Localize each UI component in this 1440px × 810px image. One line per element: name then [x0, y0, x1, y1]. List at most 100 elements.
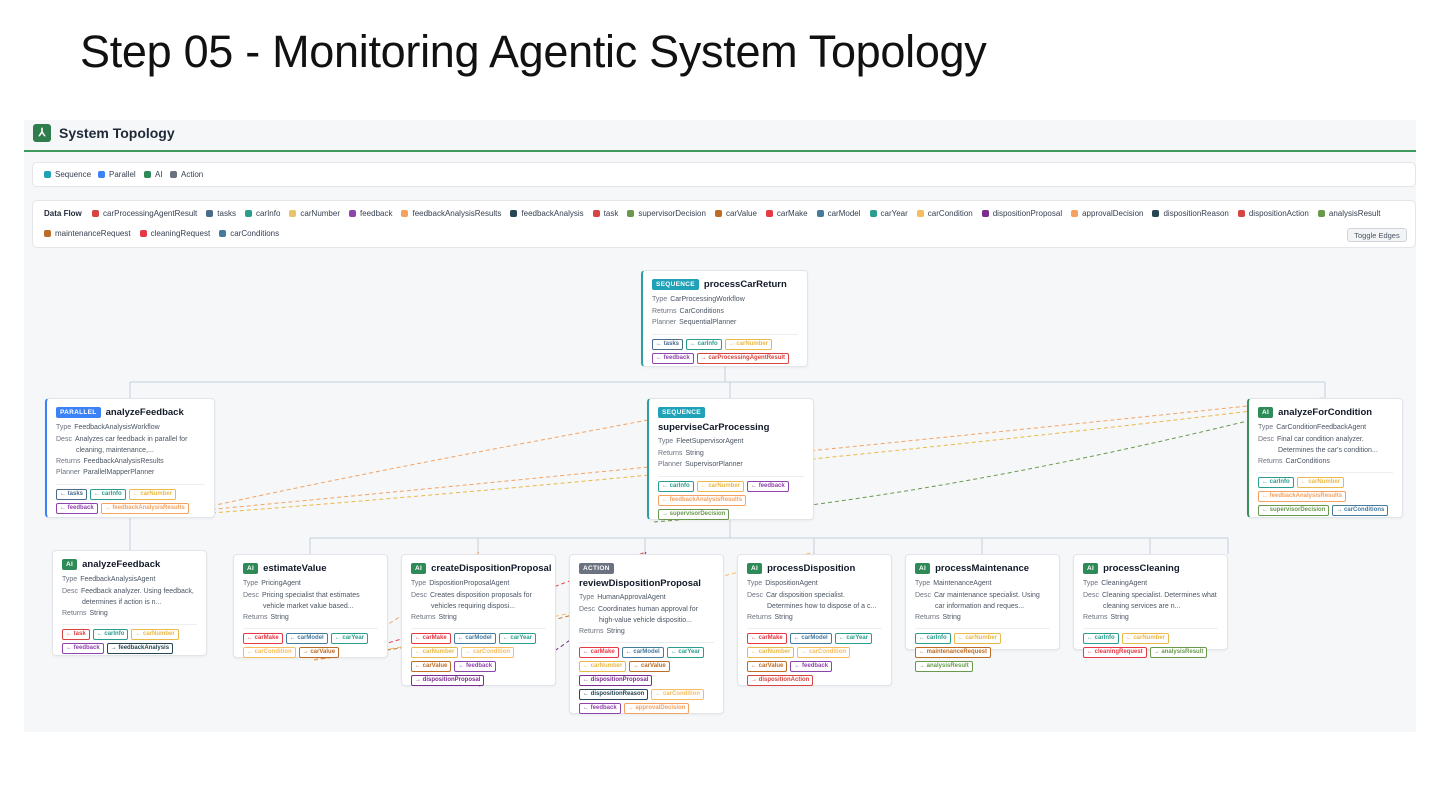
node-io-chips: ← carInfo← carNumber← feedbackAnalysisRe…	[1258, 477, 1393, 516]
io-chip: ← task	[62, 629, 90, 640]
node-name: processMaintenance	[935, 562, 1030, 574]
flow-item-dispositionProposal: dispositionProposal	[981, 209, 1062, 218]
action-badge: ACTION	[579, 562, 614, 574]
io-chip: ← tasks	[56, 488, 88, 500]
field-label: Planner	[652, 319, 677, 326]
io-chip: ← carNumber	[953, 633, 1002, 644]
field-value: determines if action is n...	[82, 598, 162, 606]
ai-badge: AI	[411, 562, 427, 574]
toggle-edges-button[interactable]: Toggle Edges	[1347, 228, 1407, 242]
field-label: Type	[411, 580, 427, 587]
legend-item-parallel: Parallel	[98, 170, 136, 179]
field-label: Returns	[1083, 613, 1108, 621]
field-label: Type	[579, 594, 595, 601]
field-value: Feedback analyzer. Using feedback,	[80, 587, 194, 595]
flow-item-task: task	[592, 209, 619, 218]
flow-item-carModel: carModel	[816, 209, 861, 218]
io-chip: ← carMake	[411, 633, 451, 644]
field-label: Type	[62, 576, 78, 583]
flow-swatch	[1152, 210, 1160, 217]
field-value: HumanApprovalAgent	[597, 594, 666, 601]
io-chip: ← carInfo	[1258, 477, 1294, 488]
legend-swatch	[98, 171, 105, 178]
node-name: processCleaning	[1103, 562, 1180, 574]
ai-badge: AI	[62, 558, 78, 570]
flow-swatch	[592, 210, 600, 217]
field-label: Returns	[658, 449, 683, 457]
flow-item-carProcessingAgentResult: carProcessingAgentResult	[92, 209, 197, 218]
flow-swatch	[869, 210, 877, 217]
ai-badge: AI	[915, 562, 931, 574]
flow-item-carNumber: carNumber	[289, 209, 340, 218]
flow-item-carCondition: carCondition	[916, 209, 973, 218]
field-value: CarConditions	[679, 307, 724, 315]
node-name: estimateValue	[263, 562, 327, 574]
node-io-chips: ← carInfo← carNumber← feedback← feedback…	[658, 480, 804, 520]
node-name: analyzeForCondition	[1278, 406, 1373, 418]
flow-swatch	[206, 210, 214, 217]
flow-item-feedbackAnalysis: feedbackAnalysis	[510, 209, 584, 218]
flow-label-text: supervisorDecision	[638, 209, 706, 218]
field-label: Type	[243, 580, 259, 587]
node-io-chips: ← carInfo← carNumber← cleaningRequest→ a…	[1083, 633, 1218, 658]
field-value: String	[942, 613, 961, 621]
flow-item-carConditions: carConditions	[219, 229, 279, 238]
field-value: FeedbackAnalysisWorkflow	[74, 424, 160, 431]
field-label: Desc	[1258, 435, 1274, 443]
flow-swatch	[627, 210, 635, 217]
flow-label-text: carYear	[880, 209, 908, 218]
io-chip: ← supervisorDecision	[1258, 505, 1330, 516]
io-chip: ← carValue	[411, 661, 452, 672]
io-chip: ← carInfo	[1083, 633, 1119, 644]
io-chip: ← carCondition	[461, 647, 515, 658]
flow-swatch	[219, 230, 227, 237]
flow-label-text: dispositionReason	[1163, 209, 1229, 218]
field-value: vehicle market value based...	[263, 602, 354, 610]
node-io-chips: ← carMake← carModel← carYear← carNumber←…	[411, 633, 546, 686]
node-io-chips: ← task← carInfo← carNumber← feedback→ fe…	[62, 629, 197, 654]
flow-item-tasks: tasks	[206, 209, 236, 218]
flow-label-text: carNumber	[300, 209, 340, 218]
flow-label-text: task	[603, 209, 619, 218]
flow-item-approvalDecision: approvalDecision	[1071, 209, 1143, 218]
field-value: Determines the car's condition...	[1278, 446, 1378, 454]
flow-label-text: analysisResult	[1328, 209, 1381, 218]
flow-label-text: feedback	[360, 209, 393, 218]
flow-label-text: maintenanceRequest	[55, 229, 131, 238]
io-chip: ← carNumber	[131, 629, 179, 640]
flow-label-text: carMake	[776, 209, 808, 218]
io-chip: ← carNumber	[696, 480, 745, 492]
app-header: ⅄ System Topology	[24, 120, 1416, 152]
io-chip: → analysisResult	[915, 661, 973, 672]
field-label: Type	[1083, 580, 1099, 587]
field-value: String	[685, 449, 704, 457]
node-io-chips: ← tasks← carInfo← carNumber← feedback→ f…	[56, 488, 205, 514]
field-label: Type	[915, 580, 931, 587]
field-label: Returns	[747, 613, 772, 621]
io-chip: ← carModel	[453, 633, 496, 644]
io-chip: ← feedback	[790, 661, 833, 672]
io-chip: ← carValue	[629, 661, 670, 672]
